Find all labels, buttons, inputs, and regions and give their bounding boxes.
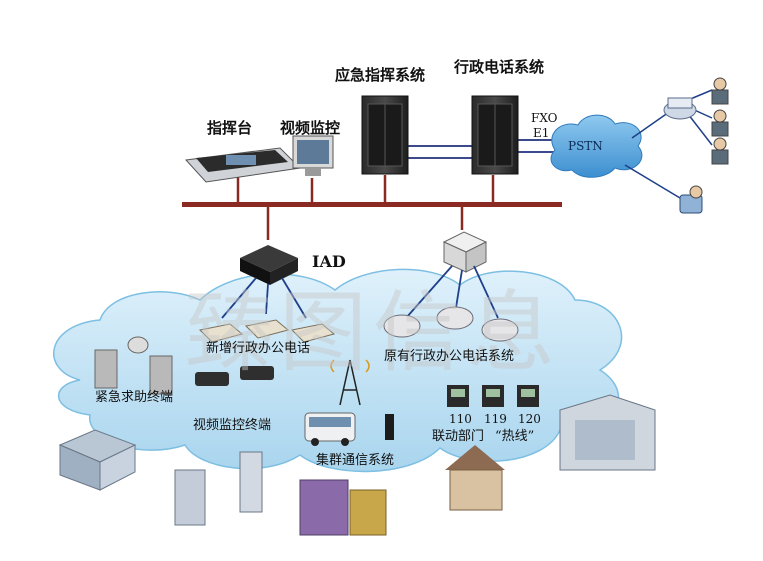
radio-tower xyxy=(330,359,370,406)
label-120: 120 xyxy=(518,412,541,426)
existing-phones xyxy=(383,306,519,342)
label-sos-terminal: 紧急求助终端 xyxy=(95,390,174,405)
pstn-cloud xyxy=(550,114,643,178)
label-110: 110 xyxy=(449,412,472,426)
command-console-device xyxy=(184,147,302,183)
new-phones xyxy=(198,319,336,343)
video-monitor-device xyxy=(292,135,334,176)
sos-terminals xyxy=(94,336,173,395)
label-admin-phone-system: 行政电话系统 xyxy=(454,58,545,76)
label-119: 119 xyxy=(484,412,507,426)
emergency-rack xyxy=(361,95,409,175)
label-linkage-dept: 联动部门 xyxy=(432,429,485,444)
label-existing-admin-phones: 原有行政办公电话系统 xyxy=(384,349,515,364)
buildings xyxy=(58,394,656,536)
label-trunking-system: 集群通信系统 xyxy=(316,453,395,468)
watermark: 臻图信息 xyxy=(185,281,562,384)
label-e1: E1 xyxy=(533,126,550,140)
label-pstn: PSTN xyxy=(568,139,603,153)
hotline-phones xyxy=(447,385,539,407)
label-command-console: 指挥台 xyxy=(207,119,253,137)
label-video-terminal: 视频监控终端 xyxy=(193,418,272,433)
iad-device xyxy=(240,245,298,285)
label-new-admin-phones: 新增行政办公电话 xyxy=(206,341,311,356)
trunking-devices xyxy=(304,412,394,446)
label-emergency-system: 应急指挥系统 xyxy=(335,66,426,84)
backbone-bus xyxy=(182,202,562,207)
remote-phone xyxy=(679,185,703,214)
remote-users xyxy=(711,77,729,165)
label-iad: IAD xyxy=(312,252,346,271)
label-fxo: FXO xyxy=(531,111,558,125)
admin-rack xyxy=(471,95,519,175)
label-hotline: “热线” xyxy=(495,429,535,444)
label-video-monitoring: 视频监控 xyxy=(280,119,341,137)
pstn-hub xyxy=(663,97,697,120)
cameras xyxy=(195,366,274,386)
lan-cloud xyxy=(53,268,623,473)
switch-device xyxy=(442,231,488,273)
